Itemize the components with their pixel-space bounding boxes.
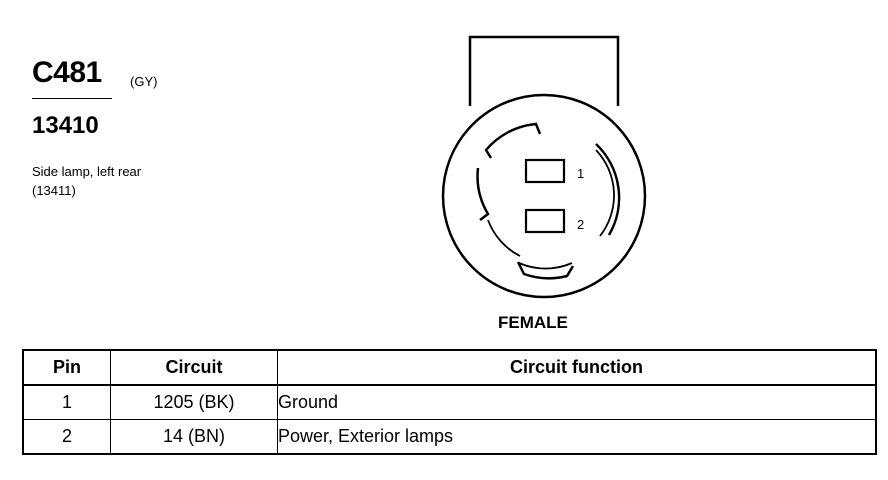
connector-face-diagram: 1 2 [441, 35, 647, 299]
header-circuit-function: Circuit function [277, 349, 877, 386]
connector-id-underline [32, 98, 112, 99]
cell-circuit: 14 (BN) [110, 419, 278, 455]
terminal-1-label: 1 [577, 166, 584, 181]
terminal-2 [524, 208, 566, 234]
terminal-2-label: 2 [577, 217, 584, 232]
pin-table: Pin Circuit Circuit function 1 1205 (BK)… [22, 349, 877, 455]
connector-inner-shell [476, 122, 621, 280]
table-row: 2 14 (BN) Power, Exterior lamps [22, 419, 877, 455]
description-line-1: Side lamp, left rear [32, 164, 142, 179]
connector-id: C481 [32, 56, 102, 89]
table-row: 1 1205 (BK) Ground [22, 384, 877, 420]
cell-circuit-function: Ground [277, 384, 877, 420]
header-pin: Pin [22, 349, 111, 386]
terminal-1 [524, 158, 566, 184]
connector-inner-rim [487, 149, 615, 270]
cell-pin: 1 [22, 384, 111, 420]
connector-gender-label: FEMALE [498, 313, 568, 332]
cell-pin: 2 [22, 419, 111, 455]
cell-circuit-function: Power, Exterior lamps [277, 419, 877, 455]
description-line-2: (13411) [32, 183, 76, 198]
header-circuit: Circuit [110, 349, 278, 386]
part-number: 13410 [32, 112, 99, 139]
cell-circuit: 1205 (BK) [110, 384, 278, 420]
table-header-row: Pin Circuit Circuit function [22, 349, 877, 386]
connector-outer-ring [441, 93, 647, 299]
connector-color: (GY) [130, 74, 158, 89]
harness-housing [468, 35, 620, 106]
connector-description: Side lamp, left rear (13411) [32, 162, 141, 200]
